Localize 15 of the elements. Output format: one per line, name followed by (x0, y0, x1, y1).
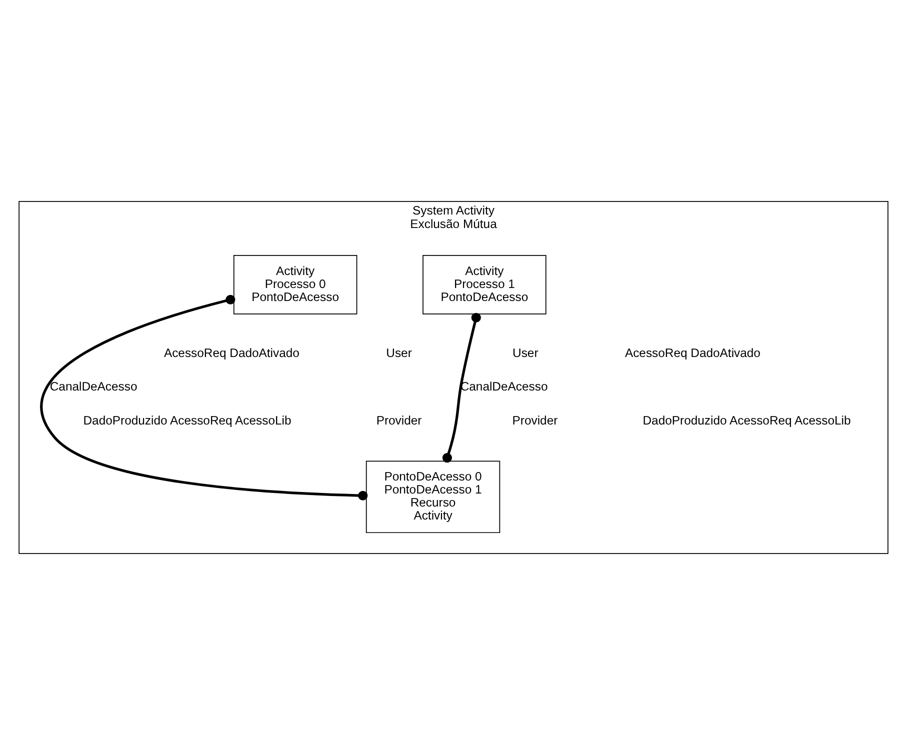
label: User (386, 346, 412, 360)
node-box: PontoDeAcesso 0 PontoDeAcesso 1 Recurso Activity (366, 460, 500, 534)
label: Provider (512, 414, 558, 428)
node-box: Activity Processo 0 PontoDeAcesso (233, 255, 358, 314)
edge-label: CanalDeAcesso (50, 380, 138, 394)
connector (40, 294, 368, 500)
label: DadoProduzido AcessoReq AcessoLib (83, 414, 292, 428)
label: DadoProduzido AcessoReq AcessoLib (642, 414, 851, 428)
label: User (512, 346, 538, 360)
node-box: Activity Processo 1 PontoDeAcesso (422, 255, 546, 314)
label: Provider (376, 414, 422, 428)
connector (442, 312, 481, 463)
edge-label: CanalDeAcesso (460, 380, 548, 394)
label: AcessoReq DadoAtivado (164, 346, 300, 360)
label: AcessoReq DadoAtivado (624, 346, 760, 360)
